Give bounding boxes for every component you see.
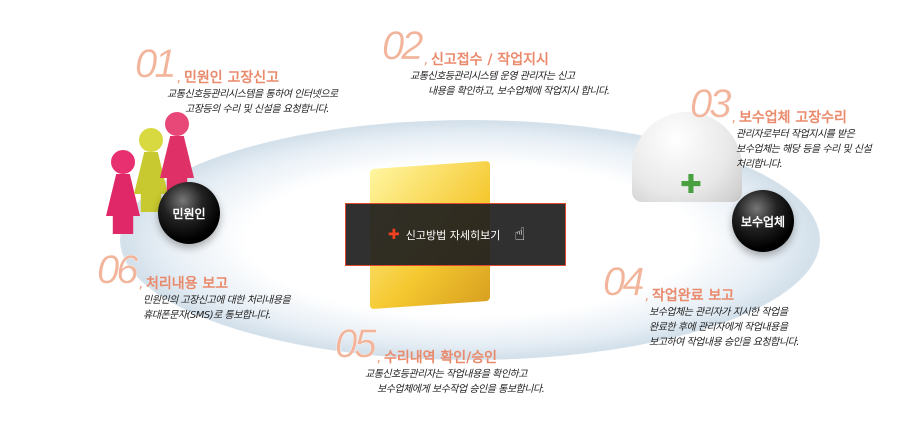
step-number: 05 xyxy=(335,322,377,366)
step-desc-line: 교통신호등관리자는 작업내용을 확인하고 xyxy=(365,369,527,380)
step-desc-line: 고장등의 수리 및 신설을 요청합니다. xyxy=(185,104,329,115)
citizen-badge: 민원인 xyxy=(158,182,220,244)
plus-icon: ✚ xyxy=(388,226,400,243)
step-number: 06 xyxy=(97,248,139,292)
step-desc-line: 완료한 후에 관리자에게 작업내용을 xyxy=(649,322,788,333)
step-title: 처리내용 보고 xyxy=(145,276,229,292)
step-desc-line: 보수업체는 관리자가 지시한 작업을 xyxy=(649,307,788,318)
step-desc-line: 민원인의 고장신고에 대한 처리내용을 xyxy=(143,295,291,306)
step-number: 04 xyxy=(603,260,645,304)
step-desc-line: 내용을 확인하고, 보수업체에 작업지시 합니다. xyxy=(428,86,610,97)
step-desc-line: 보수업체에게 보수작업 승인을 통보합니다. xyxy=(377,384,545,395)
step-desc-line: 관리자로부터 작업지시를 받은 xyxy=(736,129,855,140)
step-title: 신고접수 / 작업지시 xyxy=(430,52,549,68)
step-desc-line: 처리합니다. xyxy=(736,159,783,170)
green-cross-icon: ✚ xyxy=(680,170,702,200)
step-desc-line: 보고하여 작업내용 승인을 요청합니다. xyxy=(649,337,799,348)
citizen-figure-pink xyxy=(106,150,140,234)
contractor-badge: 보수업체 xyxy=(732,190,794,252)
step-title: 민원인 고장신고 xyxy=(183,70,279,86)
step-title: 작업완료 보고 xyxy=(651,288,735,304)
cta-label: 신고방법 자세히보기 xyxy=(405,228,501,242)
view-report-method-button[interactable]: ✚ 신고방법 자세히보기 ☝ xyxy=(345,203,566,266)
step-desc-line: 교통신호등관리시스템 운영 관리자는 신고 xyxy=(410,71,575,82)
step-number: 02 xyxy=(382,24,424,68)
hand-cursor-icon: ☝ xyxy=(514,224,526,245)
step-title: 보수업체 고장수리 xyxy=(738,110,847,126)
step-desc-line: 교통신호등관리시스템을 통하여 인터넷으로 xyxy=(167,89,338,100)
step-desc-line: 보수업체는 해당 등을 수리 및 신설 xyxy=(736,144,872,155)
step-desc-line: 휴대폰문자(SMS)로 통보합니다. xyxy=(143,310,271,321)
step-number: 03 xyxy=(690,82,732,126)
helmet-icon: ✚ xyxy=(632,112,742,202)
step-number: 01 xyxy=(135,42,177,86)
step-title: 수리내역 확인/승인 xyxy=(383,350,497,366)
